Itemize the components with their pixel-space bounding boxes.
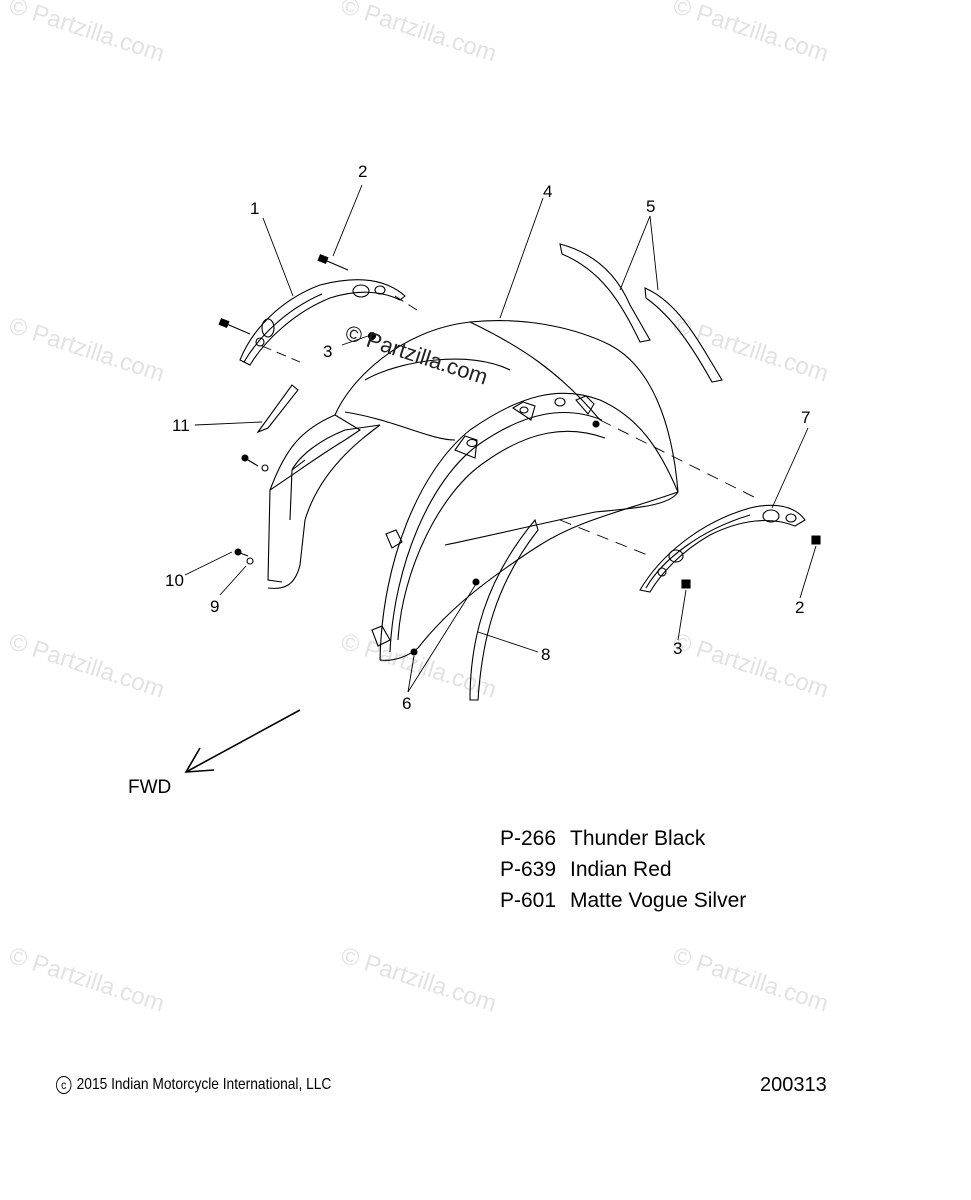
- color-name: Matte Vogue Silver: [570, 889, 747, 912]
- callout-5: 5: [646, 197, 656, 216]
- callout-2: 2: [358, 162, 368, 181]
- callout-3: 3: [323, 342, 333, 361]
- color-option: P-266 Thunder Black: [500, 823, 746, 854]
- fender-trim-right: [640, 505, 805, 592]
- trim-strip-small: [258, 385, 298, 432]
- copyright-text: 2015 Indian Motorcycle International, LL…: [76, 1076, 332, 1093]
- callout-3b: 3: [673, 639, 683, 658]
- color-code: P-601: [500, 889, 557, 912]
- color-name: Thunder Black: [570, 827, 706, 850]
- callout-10: 10: [165, 571, 184, 590]
- callout-2b: 2: [795, 598, 805, 617]
- callout-9: 9: [210, 597, 220, 616]
- trim-strips: [560, 244, 722, 382]
- fender-edge-strip: [470, 520, 538, 700]
- leader-lines: [185, 185, 816, 692]
- document-number: 200313: [760, 1074, 827, 1096]
- callout-6: 6: [402, 694, 412, 713]
- fender-trim-left: [240, 280, 405, 365]
- color-code: P-639: [500, 858, 557, 881]
- callout-4: 4: [543, 182, 553, 201]
- copyright-icon: c: [56, 1076, 72, 1094]
- color-name: Indian Red: [570, 858, 672, 881]
- callout-7: 7: [801, 408, 811, 427]
- forward-label: FWD: [128, 777, 172, 798]
- callout-11: 11: [172, 416, 190, 435]
- color-options-list: P-266 Thunder Black P-639 Indian Red P-601…: [500, 823, 746, 916]
- forward-arrow: [186, 710, 300, 772]
- color-code: P-266: [500, 827, 557, 850]
- hardware: [219, 255, 820, 655]
- callout-1: 1: [250, 199, 260, 218]
- rear-fender: [268, 321, 678, 661]
- callout-8: 8: [541, 645, 551, 664]
- color-option: P-639 Indian Red: [500, 854, 746, 885]
- color-option: P-601 Matte Vogue Silver: [500, 885, 746, 916]
